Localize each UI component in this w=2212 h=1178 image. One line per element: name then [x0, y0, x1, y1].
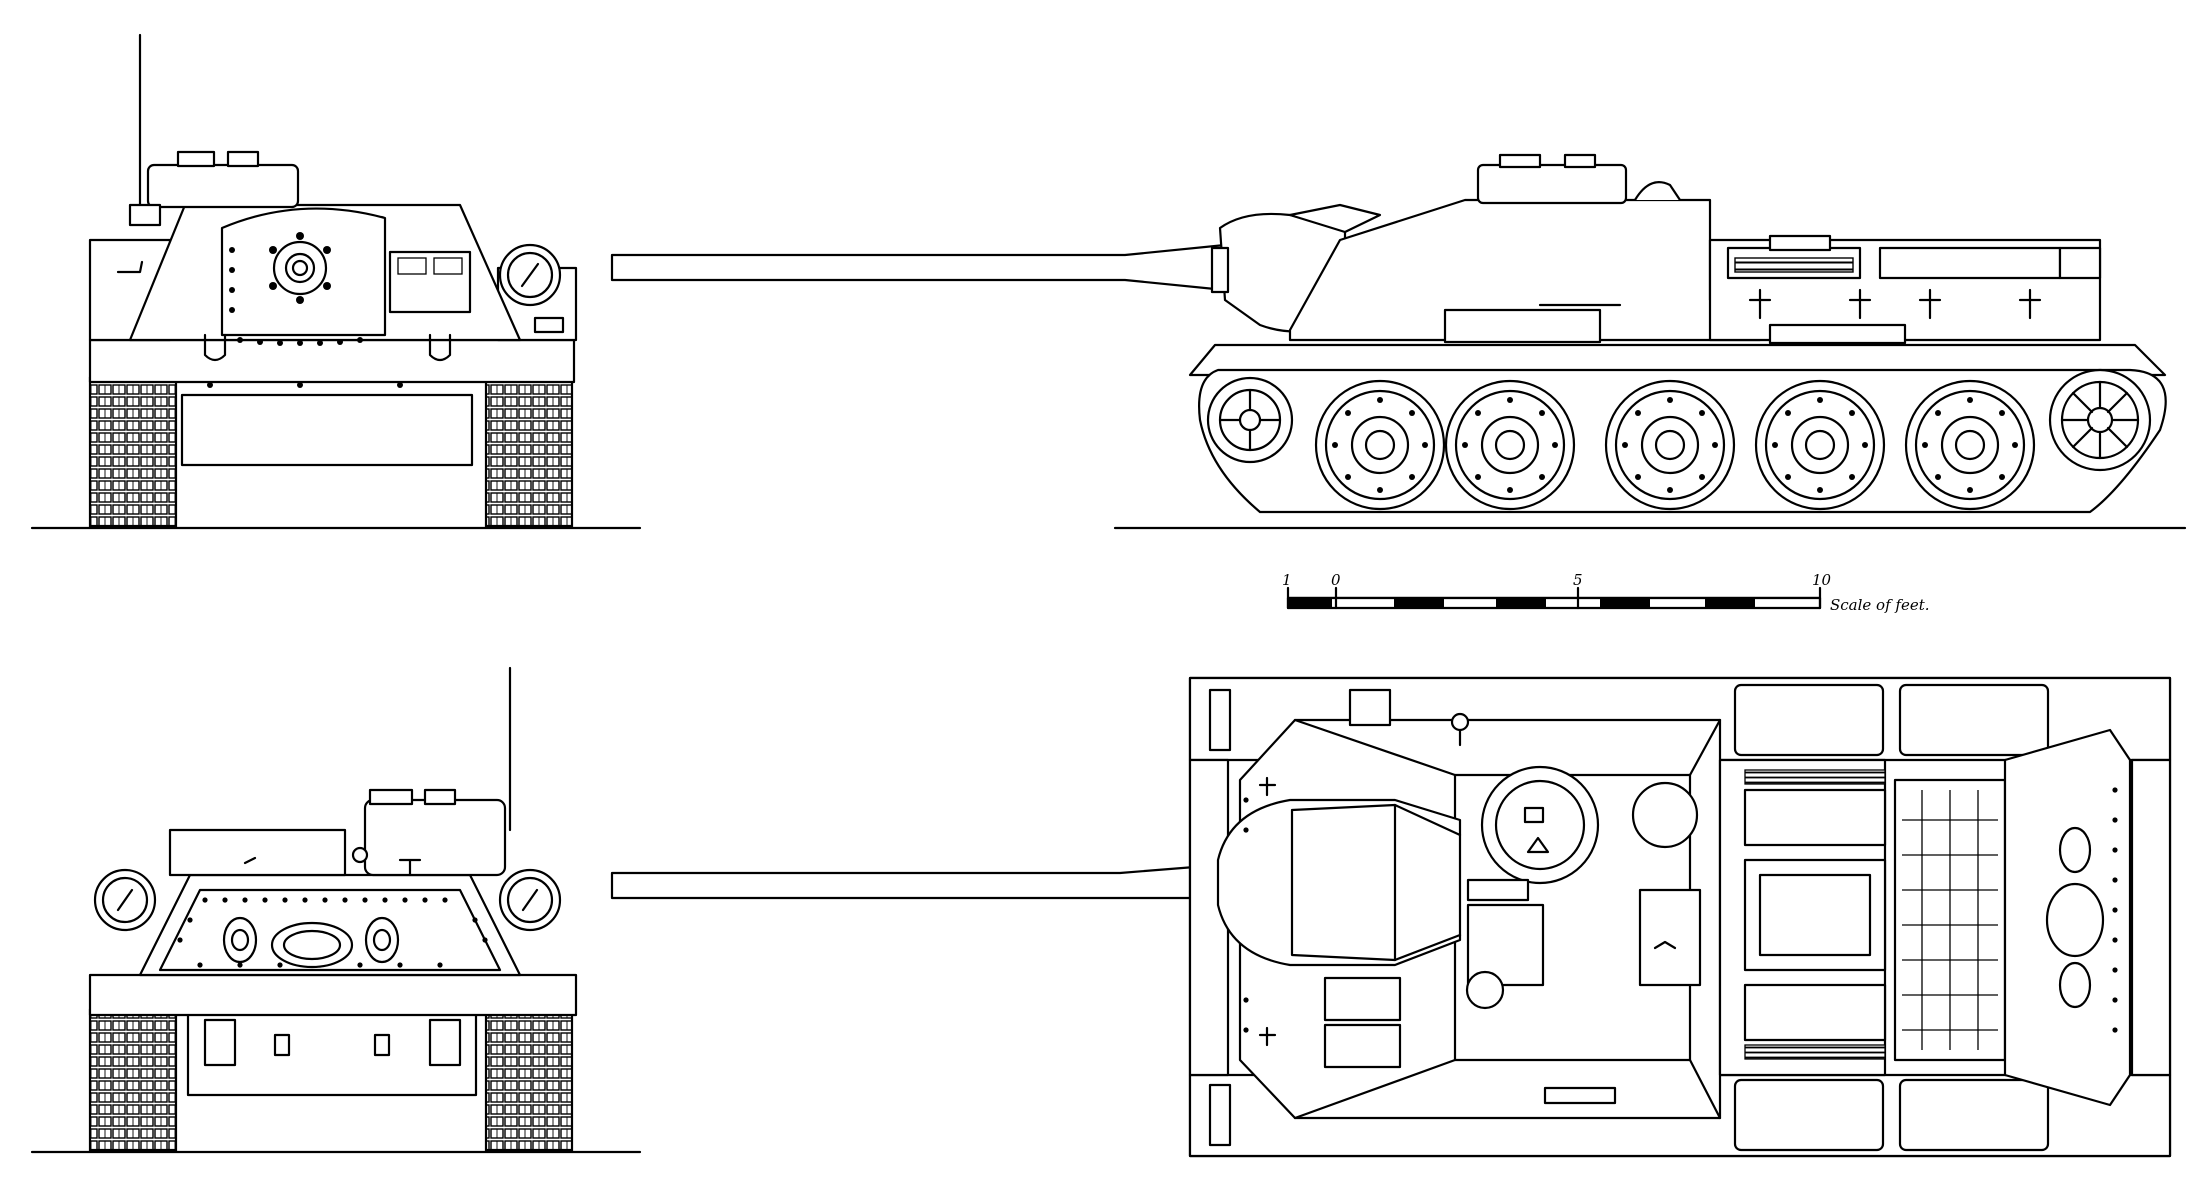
front-hatch: [388, 250, 472, 314]
fuel-tank: [1733, 683, 1885, 757]
left-track: [88, 376, 178, 528]
fuel-tank: [1898, 1078, 2050, 1152]
scale-tick-0: 0: [1331, 571, 1341, 589]
top-view: [610, 676, 2172, 1158]
scale-tick-5: 5: [1573, 571, 1583, 589]
right-track: [484, 1008, 574, 1152]
left-track: [88, 1008, 178, 1152]
scale-label: Scale of feet.: [1830, 596, 1930, 614]
rear-view: [30, 666, 642, 1154]
periscope-hatch: [1631, 781, 1699, 849]
right-track: [484, 376, 574, 528]
cupola: [146, 163, 300, 209]
gun-barrel: [610, 863, 1222, 900]
cupola: [1476, 163, 1628, 205]
front-view: [30, 33, 642, 530]
side-view: [610, 153, 2187, 530]
gun-barrel: [610, 243, 1227, 292]
fuel-tank: [1898, 683, 2050, 757]
scale-tick-10: 10: [1812, 571, 1832, 589]
rear-hatch: [2045, 882, 2105, 958]
scale-tick-1: 1: [1282, 571, 1292, 589]
scale-bar: 1 0 5 10 Scale of feet.: [1282, 571, 1930, 614]
fuel-tank: [1733, 1078, 1885, 1152]
